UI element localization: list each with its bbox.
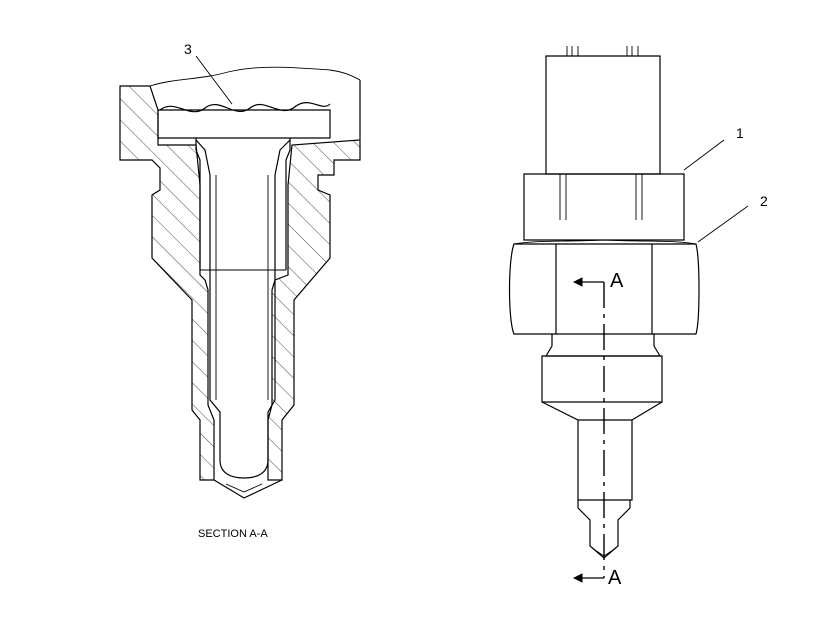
shoulder-left [195, 138, 201, 270]
connector-body [545, 55, 661, 175]
probe-bore [195, 139, 291, 479]
section-caption: SECTION A-A [198, 528, 268, 540]
section-mark-top: A [610, 270, 624, 292]
callout-3-leader [195, 55, 233, 105]
section-view: 3 SECTION A-A [119, 41, 361, 540]
callout-1-leader [683, 139, 725, 171]
threaded-body [541, 355, 663, 403]
probe-tip [213, 479, 283, 499]
callout-1: 1 [736, 125, 744, 141]
connector-pins [562, 46, 642, 57]
probe-stem [577, 420, 633, 501]
external-view: A A 1 2 [508, 46, 768, 589]
callout-2: 2 [760, 193, 768, 209]
probe-tip-inner [225, 483, 263, 493]
connector-skirt [523, 173, 685, 241]
callout-2-leader [697, 205, 749, 243]
hex-nut [508, 243, 700, 335]
probe-taper [541, 401, 663, 421]
sensor-head-wave [159, 101, 331, 113]
neck [544, 334, 662, 357]
housing-right-section [267, 80, 361, 481]
shoulder-right [285, 138, 291, 270]
sensor-head-section [157, 109, 331, 139]
hex-chamfer [513, 239, 697, 245]
section-mark-bottom: A [608, 567, 622, 589]
callout-3: 3 [184, 41, 192, 57]
break-line [149, 66, 361, 87]
